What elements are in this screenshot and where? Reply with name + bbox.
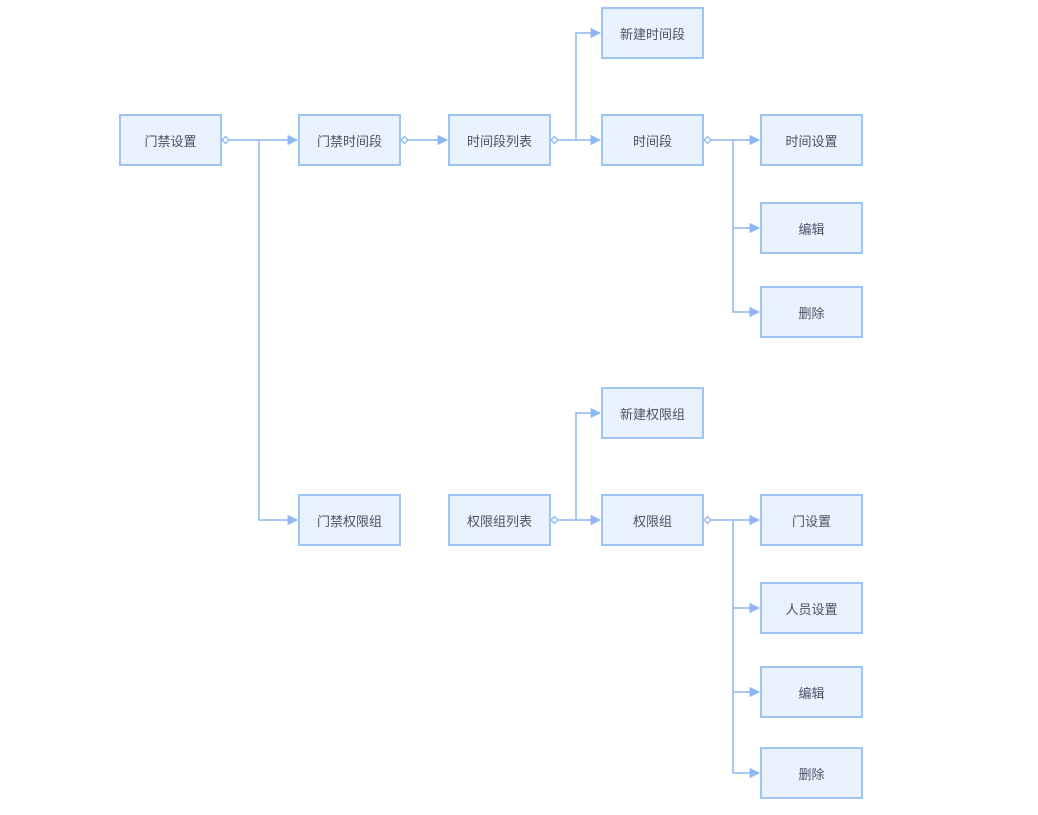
edge-origin-diamond bbox=[550, 515, 559, 525]
edge-origin-diamond bbox=[703, 135, 712, 145]
node-permission-group-list[interactable]: 权限组列表 bbox=[448, 494, 551, 546]
node-time-period-edit[interactable]: 编辑 bbox=[760, 202, 863, 254]
node-time-period[interactable]: 时间段 bbox=[601, 114, 704, 166]
node-door-settings[interactable]: 门设置 bbox=[760, 494, 863, 546]
node-permission-group-edit[interactable]: 编辑 bbox=[760, 666, 863, 718]
edge-time-period-to-delete bbox=[732, 228, 761, 318]
node-permission-group-delete[interactable]: 删除 bbox=[760, 747, 863, 799]
node-new-permission-group[interactable]: 新建权限组 bbox=[601, 387, 704, 439]
node-personnel-settings[interactable]: 人员设置 bbox=[760, 582, 863, 634]
edge-origin-diamond bbox=[221, 135, 230, 145]
node-time-period-list[interactable]: 时间段列表 bbox=[448, 114, 551, 166]
edge-origin-diamond bbox=[400, 135, 409, 145]
node-permission-group[interactable]: 权限组 bbox=[601, 494, 704, 546]
edge-access-to-permission-group bbox=[258, 140, 299, 526]
edge-pg-list-to-new-group bbox=[575, 407, 602, 520]
node-door-permission-group[interactable]: 门禁权限组 bbox=[298, 494, 401, 546]
edge-group-to-personnel bbox=[732, 520, 761, 614]
edge-origin-diamond bbox=[703, 515, 712, 525]
edge-group-to-edit bbox=[732, 608, 761, 698]
node-new-time-period[interactable]: 新建时间段 bbox=[601, 7, 704, 59]
node-door-access-settings[interactable]: 门禁设置 bbox=[119, 114, 222, 166]
node-time-settings[interactable]: 时间设置 bbox=[760, 114, 863, 166]
edge-list-to-new-time-period bbox=[575, 27, 602, 140]
edge-origin-diamond bbox=[550, 135, 559, 145]
node-door-time-period[interactable]: 门禁时间段 bbox=[298, 114, 401, 166]
node-time-period-delete[interactable]: 删除 bbox=[760, 286, 863, 338]
edge-time-period-to-edit bbox=[732, 140, 761, 234]
edge-group-to-delete bbox=[732, 692, 761, 779]
